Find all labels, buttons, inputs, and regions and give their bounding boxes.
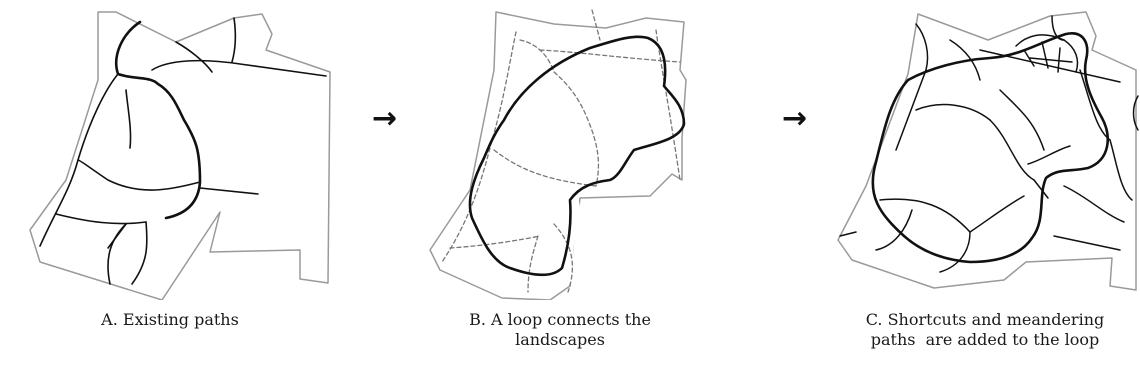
edge-fragment-c [1132,95,1139,131]
arrow-1: → [372,101,398,136]
site-outline-c [837,11,1137,291]
diagram-loop-shortcuts [837,11,1139,291]
caption-c: C. Shortcuts and meandering paths are ad… [830,310,1140,350]
caption-a: A. Existing paths [101,310,239,329]
arrow-2: → [782,101,808,136]
caption-b-line-2: landscapes [515,330,605,349]
main-loop-c [871,32,1110,264]
main-route-a [114,20,202,220]
site-outline-a [29,11,331,300]
main-loop-b [468,35,686,277]
caption-b: B. A loop connects the landscapes [430,310,690,350]
diagram-loop [429,9,687,300]
existing-paths-a [39,17,327,285]
landscape-breaks-b [486,66,642,284]
caption-b-line-1: B. A loop connects the [469,310,651,329]
caption-c-line-1: C. Shortcuts and meandering [865,310,1105,329]
site-fill-b [429,11,687,300]
caption-c-line-2: paths are added to the loop [870,330,1100,349]
diagram-existing-paths [29,11,331,300]
